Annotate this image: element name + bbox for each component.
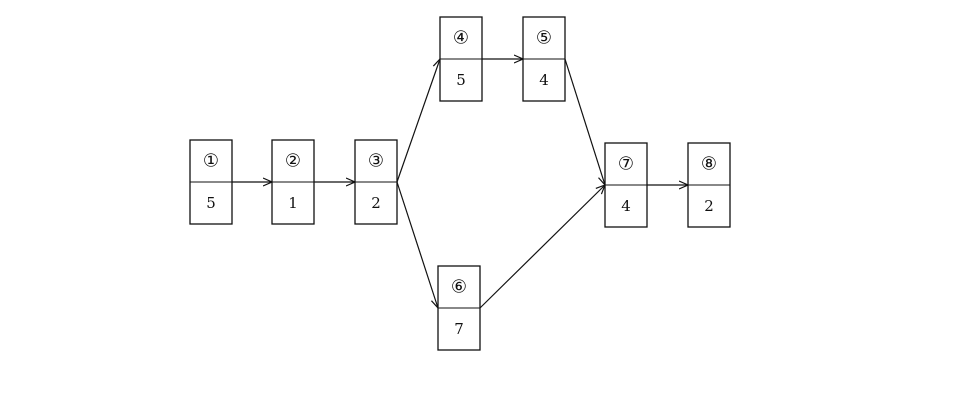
node-id-label: ⑦ (618, 154, 634, 175)
node-duration-label: 5 (206, 194, 216, 212)
node-duration-label: 2 (704, 197, 714, 215)
activity-node-7: ⑦4 (604, 142, 648, 228)
activity-node-2: ②1 (271, 139, 315, 225)
edges-layer (232, 59, 688, 308)
node-duration-label: 5 (456, 71, 466, 89)
node-id-label: ② (285, 151, 301, 172)
activity-node-3: ③2 (354, 139, 398, 225)
edge-n5-to-n7 (564, 58, 605, 185)
node-duration-label: 4 (621, 197, 631, 215)
node-duration-label: 2 (371, 194, 381, 212)
edge-n3-to-n6 (396, 181, 438, 308)
node-id-label: ④ (453, 28, 469, 49)
node-id-label: ③ (368, 151, 384, 172)
node-id-label: ⑤ (536, 28, 552, 49)
activity-node-8: ⑧2 (687, 142, 731, 228)
activity-node-6: ⑥7 (437, 265, 481, 351)
node-id-label: ⑧ (701, 154, 717, 175)
node-duration-label: 1 (288, 194, 298, 212)
activity-node-5: ⑤4 (522, 16, 566, 102)
edge-n3-to-n4 (396, 59, 440, 183)
activity-node-1: ①5 (189, 139, 233, 225)
activity-node-4: ④5 (439, 16, 483, 102)
node-id-label: ① (203, 151, 219, 172)
node-duration-label: 4 (539, 71, 549, 89)
node-id-label: ⑥ (451, 277, 467, 298)
edge-n6-to-n7 (479, 185, 605, 309)
node-duration-label: 7 (454, 320, 464, 338)
